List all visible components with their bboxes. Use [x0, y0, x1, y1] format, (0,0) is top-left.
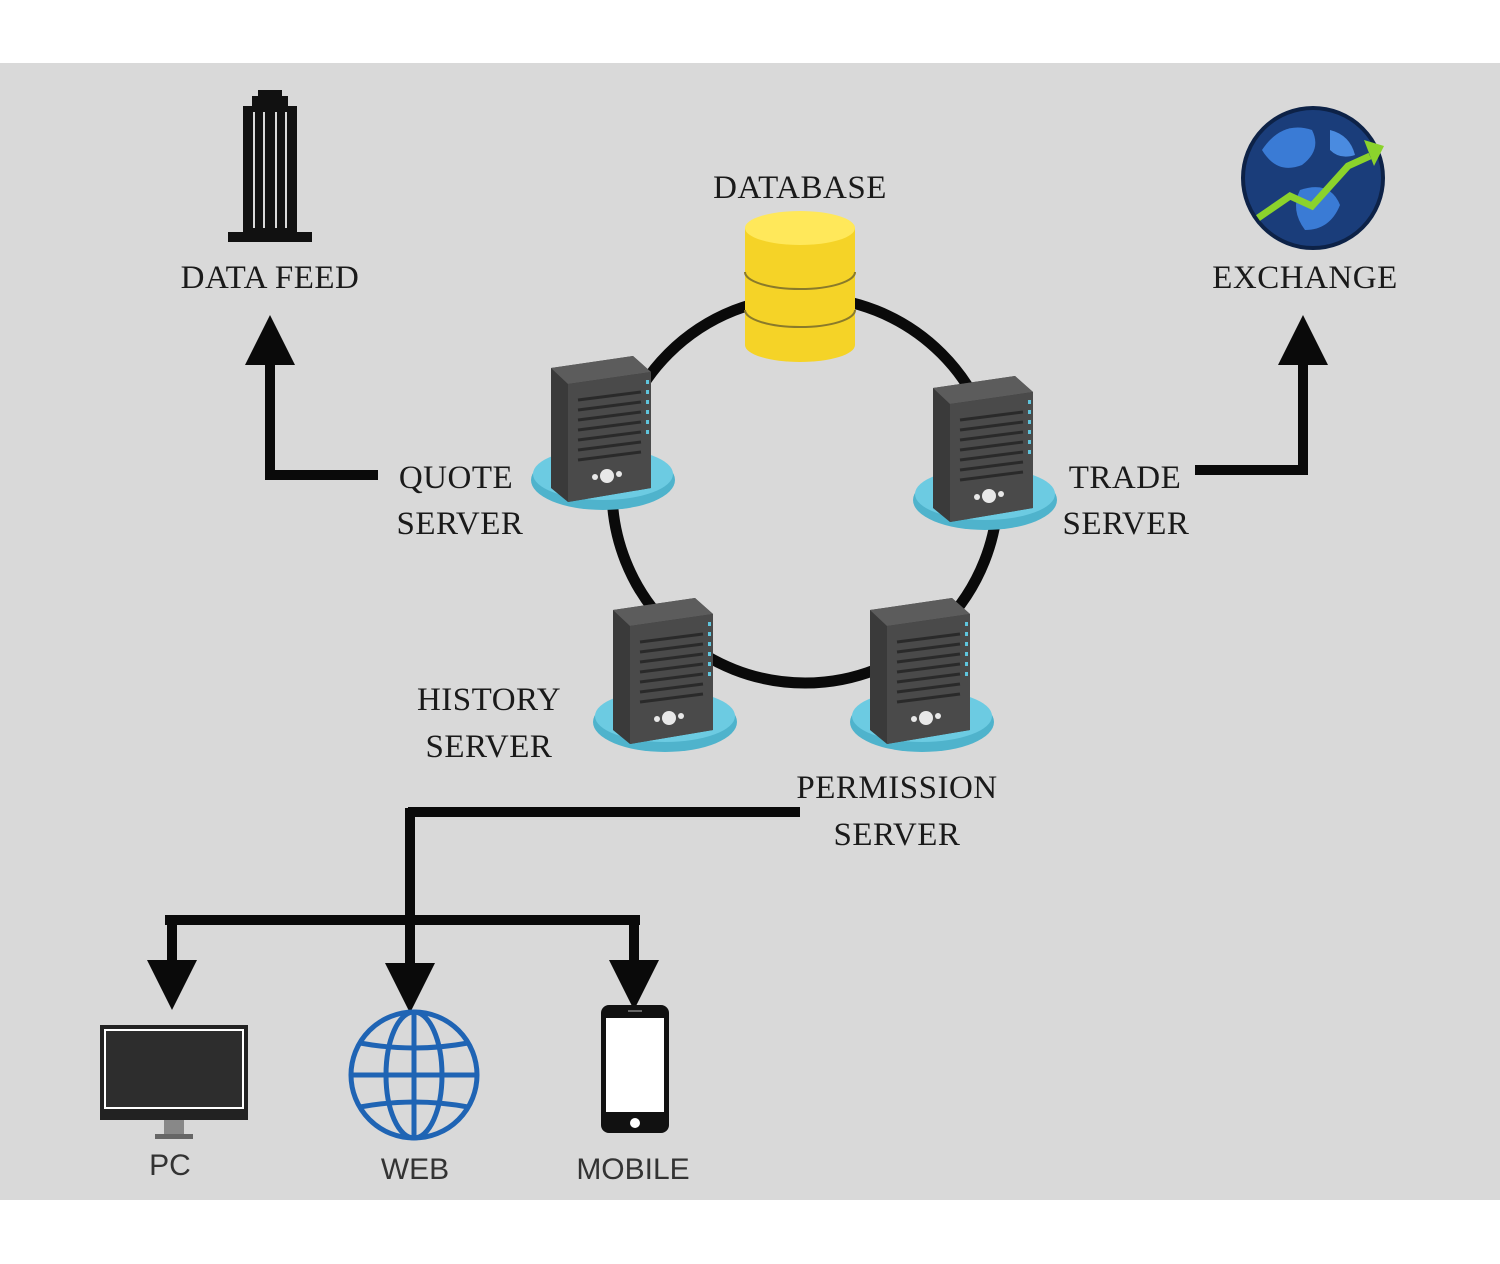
globe-icon	[348, 1009, 480, 1141]
web-label: WEB	[381, 1153, 449, 1186]
trade-server-label-line2: SERVER	[1063, 506, 1190, 542]
permission-server-label-line1: PERMISSION	[796, 770, 997, 806]
history-server-label-line2: SERVER	[426, 729, 553, 765]
quote-server-label-line2: SERVER	[397, 506, 524, 542]
mobile-label: MOBILE	[576, 1153, 689, 1186]
building-icon	[228, 90, 312, 242]
smartphone-icon	[601, 1005, 669, 1133]
permission-server-label-line2: SERVER	[834, 817, 961, 853]
exchange-label: EXCHANGE	[1212, 260, 1397, 296]
data-feed-label: DATA FEED	[181, 260, 360, 296]
quote-server-label-line1: QUOTE	[399, 460, 513, 496]
monitor-icon	[100, 1025, 248, 1139]
database-icon	[744, 211, 856, 362]
trade-server-label-line1: TRADE	[1069, 460, 1182, 496]
quote-to-datafeed-arrow	[245, 315, 378, 480]
history-server-label-line1: HISTORY	[417, 682, 561, 718]
pc-label: PC	[149, 1149, 191, 1182]
globe-chart-icon	[1241, 106, 1385, 250]
trade-to-exchange-arrow	[1195, 315, 1328, 475]
database-label: DATABASE	[713, 170, 887, 206]
